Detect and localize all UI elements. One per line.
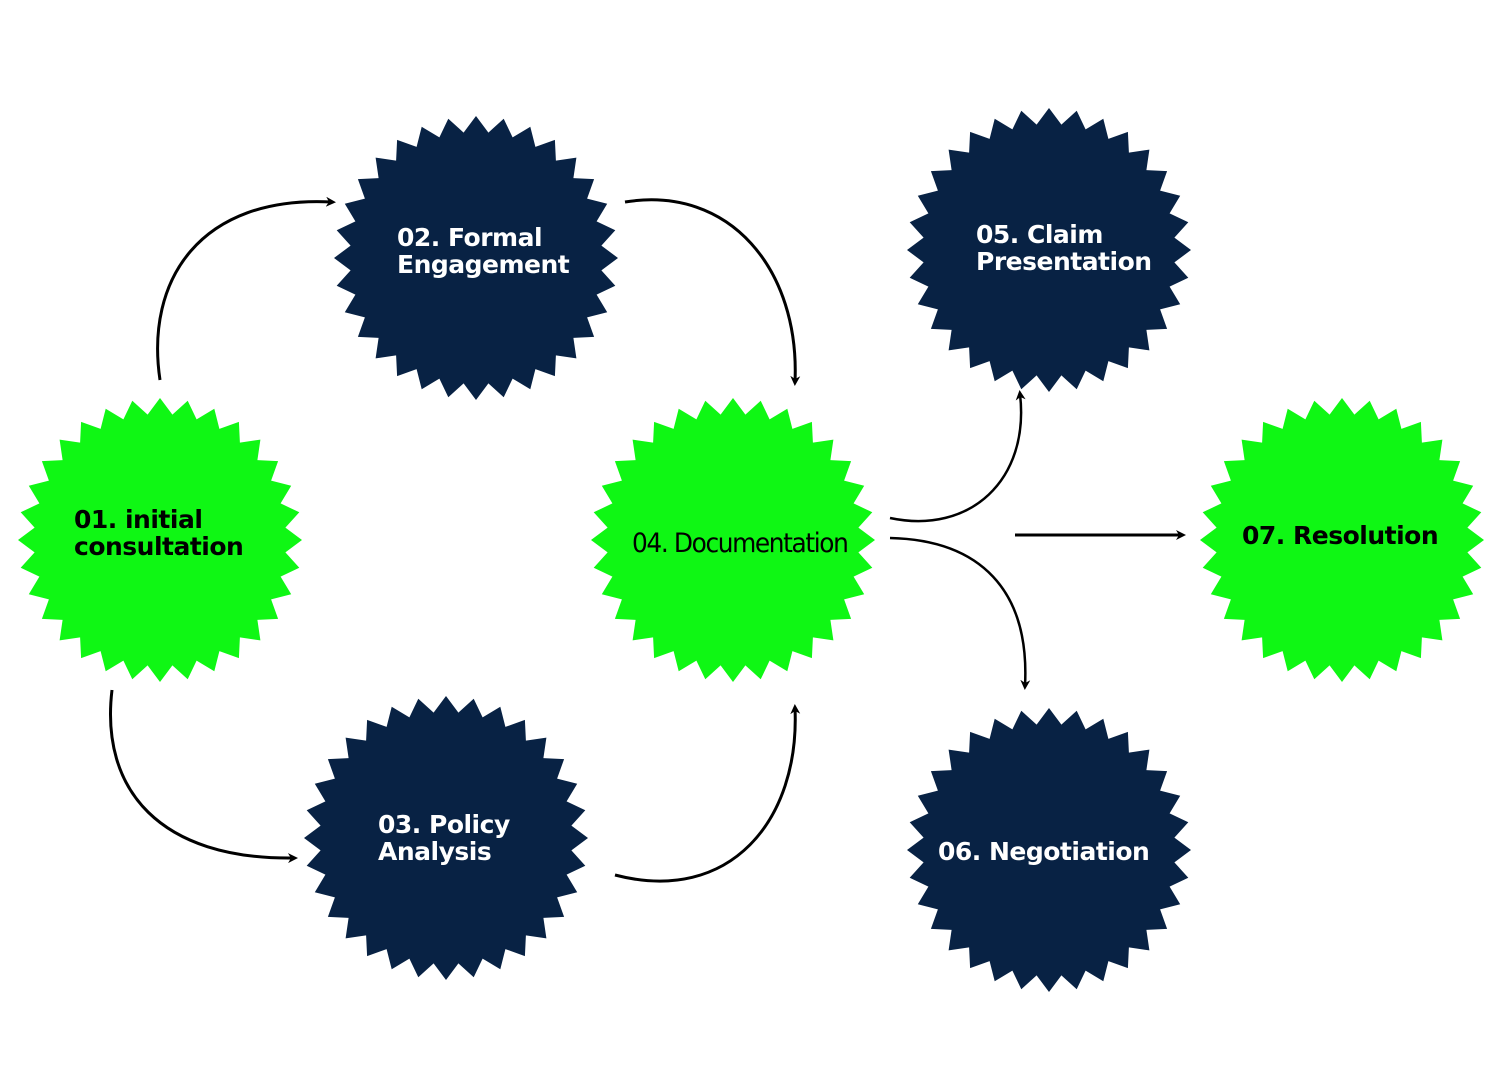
step-03-badge: [304, 696, 588, 980]
step-02-line-2: Engagement: [397, 250, 570, 279]
step-02-label: 02. Formal Engagement: [397, 223, 570, 279]
step-05-line-1: 05. Claim: [976, 220, 1103, 249]
arrow-04-to-06: [889, 536, 1031, 690]
step-01-badge: [18, 398, 302, 682]
arrow-01-to-03: [109, 689, 298, 864]
step-07-badge: [1200, 398, 1484, 682]
step-06-label: 06. Negotiation: [938, 837, 1150, 866]
step-07-line-1: 07. Resolution: [1242, 521, 1439, 550]
arrow-03-to-04: [614, 704, 801, 883]
step-02-badge: [334, 116, 618, 400]
arrow-02-to-04: [624, 198, 801, 386]
step-05-label: 05. Claim Presentation: [976, 221, 1152, 275]
step-06-line-1: 06. Negotiation: [938, 837, 1150, 866]
step-04-label: 04. Documentation: [632, 528, 849, 559]
step-03-line-1: 03. Policy: [378, 810, 510, 839]
step-01-line-1: 01. initial: [74, 505, 203, 534]
step-01-label: 01. initial consultation: [74, 505, 244, 561]
arrow-04-to-05: [889, 390, 1026, 523]
step-07-label: 07. Resolution: [1242, 521, 1439, 550]
step-03-label: 03. Policy Analysis: [378, 811, 510, 865]
step-05-badge: [907, 108, 1191, 392]
step-04-line-1: 04. Documentation: [632, 528, 849, 559]
step-06-badge: [907, 708, 1191, 992]
step-04-badge: [591, 398, 875, 682]
step-03-line-2: Analysis: [378, 837, 492, 866]
arrow-01-to-02: [156, 196, 336, 381]
step-02-line-1: 02. Formal: [397, 223, 543, 252]
step-01-line-2: consultation: [74, 532, 244, 561]
step-05-line-2: Presentation: [976, 247, 1152, 276]
